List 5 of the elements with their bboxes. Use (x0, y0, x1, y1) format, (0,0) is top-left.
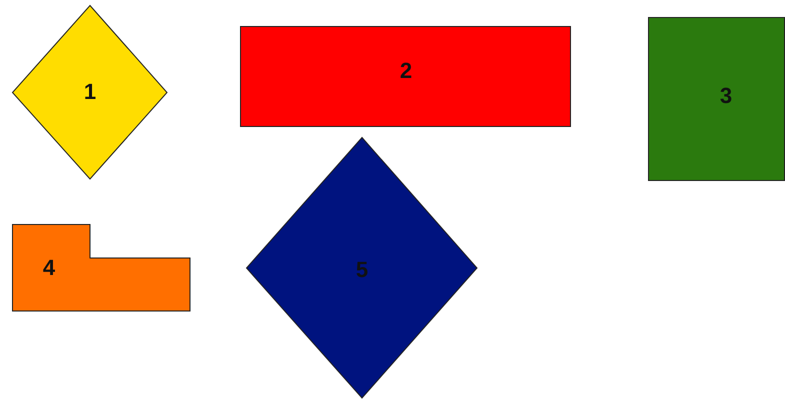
shape-number: 2 (400, 59, 412, 83)
shape-number: 5 (356, 258, 368, 282)
shape-number: 1 (84, 80, 96, 104)
shape-number: 4 (42, 256, 56, 280)
shape-number: 3 (720, 84, 732, 108)
